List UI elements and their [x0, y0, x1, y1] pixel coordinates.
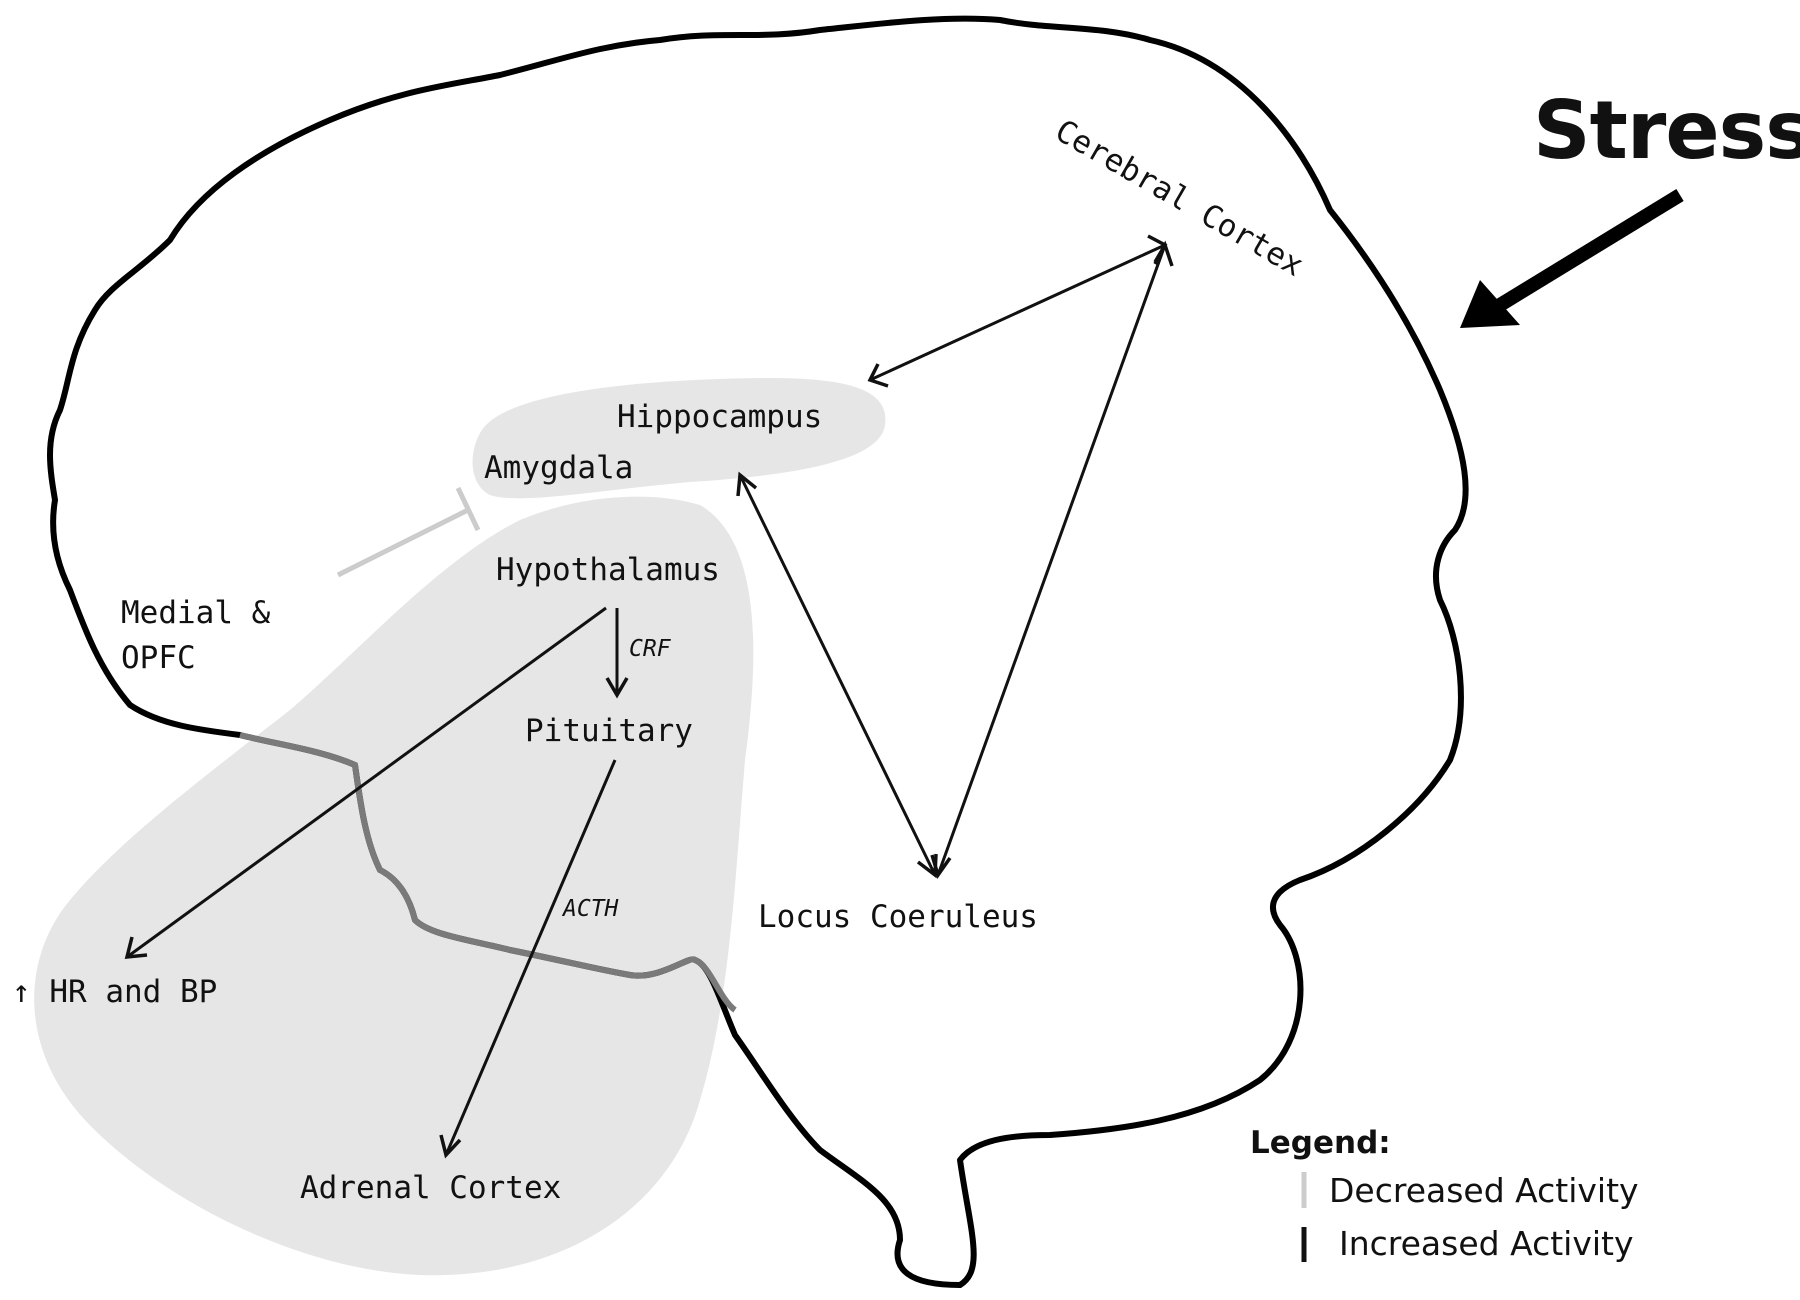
hippocampus-label: Hippocampus — [617, 399, 822, 435]
medial-opfc-label-line1: Medial & — [121, 595, 271, 631]
arrowhead — [124, 936, 148, 959]
stress-arrow — [1496, 189, 1684, 311]
amygdala-label: Amygdala — [484, 450, 633, 486]
amygdala-locus-arrow — [738, 474, 937, 876]
pituitary-label: Pituitary — [525, 713, 693, 749]
hypothalamus-hr-bp-arrow — [126, 606, 607, 959]
acth-label: ACTH — [561, 896, 619, 922]
legend-title: Legend: — [1250, 1125, 1391, 1161]
adrenal-cortex-label: Adrenal Cortex — [300, 1170, 561, 1206]
medial-opfc-label-line2: OPFC — [121, 640, 196, 676]
arrowhead — [439, 1134, 462, 1159]
limbic-shading — [472, 377, 886, 499]
legend-increased-label: Increased Activity — [1339, 1224, 1634, 1263]
cortex-hippocampus-arrow — [869, 243, 1166, 382]
arrowhead — [916, 853, 938, 879]
hpa-axis-shading — [34, 496, 754, 1276]
cortex-locus-arrow — [936, 244, 1167, 876]
arrowhead — [605, 677, 629, 699]
locus-coeruleus-label: Locus Coeruleus — [758, 899, 1038, 935]
crf-label: CRF — [629, 636, 672, 662]
opfc-amygdala-inhibition — [336, 507, 470, 578]
cerebral-cortex-label: Cerebral Cortex — [1049, 113, 1309, 284]
stress-arrow-head — [1460, 280, 1520, 328]
inhibition-bar — [455, 486, 481, 532]
arrowhead — [736, 471, 758, 497]
hypothalamus-label: Hypothalamus — [496, 552, 720, 588]
arrowhead — [867, 363, 889, 388]
brainstem-boundary — [239, 732, 737, 1013]
arrowhead — [1153, 240, 1174, 267]
hr-bp-label: ↑ HR and BP — [12, 974, 217, 1010]
legend-decreased-label: Decreased Activity — [1329, 1171, 1639, 1210]
pituitary-adrenal-arrow — [444, 759, 617, 1156]
legend: Legend: Decreased Activity Increased Act… — [1250, 1125, 1639, 1263]
stress-title: Stress — [1533, 84, 1800, 177]
